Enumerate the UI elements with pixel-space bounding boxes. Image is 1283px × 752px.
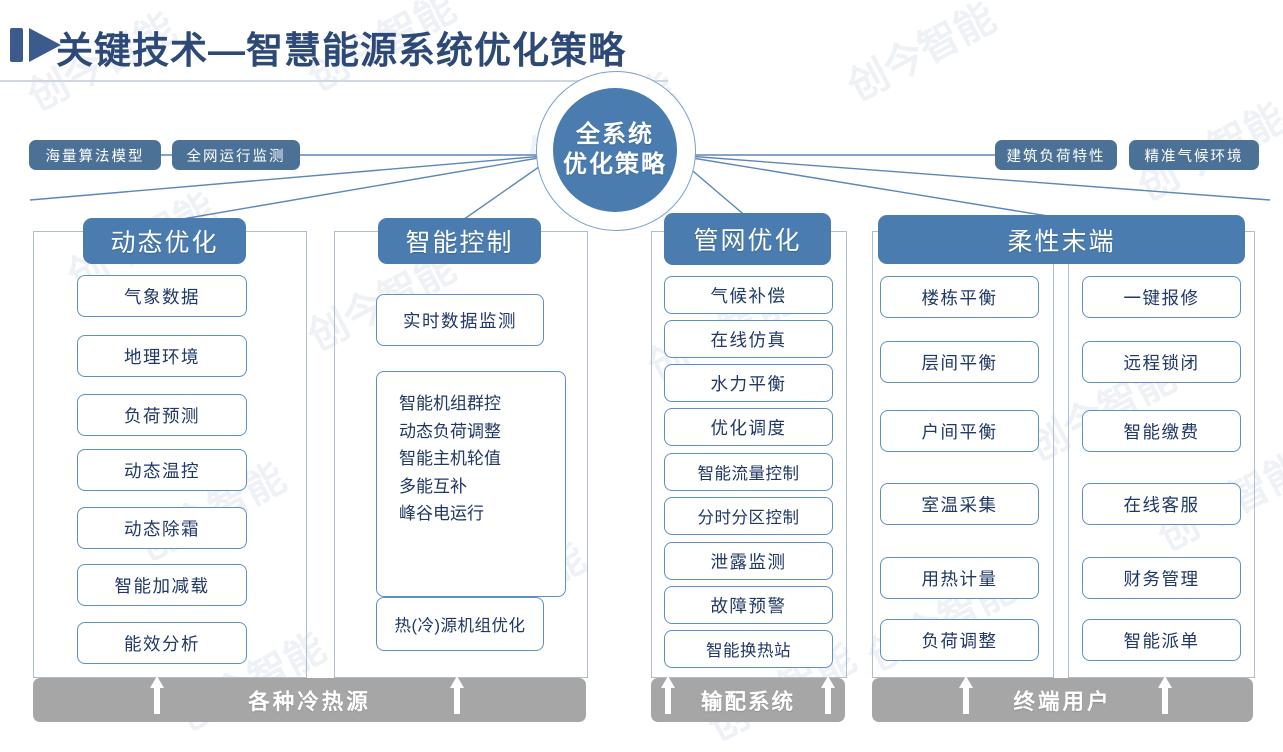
- item-pipe-8[interactable]: 故障预警: [664, 586, 833, 624]
- multiline-row-2: 动态负荷调整: [399, 421, 501, 441]
- up-arrow-icon: [1158, 674, 1172, 714]
- item-pipe-3[interactable]: 水力平衡: [664, 364, 833, 402]
- bottom-bar-end-users[interactable]: 终端用户: [872, 678, 1253, 722]
- item-dynamic-6[interactable]: 智能加减载: [77, 564, 247, 606]
- center-node-strategy[interactable]: 全系统 优化策略: [553, 88, 677, 212]
- up-arrow-icon: [450, 674, 464, 714]
- title-divider: [0, 80, 668, 82]
- item-pipe-7[interactable]: 泄露监测: [664, 542, 833, 580]
- input-pill-right-1[interactable]: 建筑负荷特性: [995, 140, 1117, 170]
- item-control-heat-source[interactable]: 热(冷)源机组优化: [376, 597, 544, 651]
- item-pipe-9[interactable]: 智能换热站: [664, 630, 833, 668]
- item-dynamic-2[interactable]: 地理环境: [77, 335, 247, 377]
- page-title: 关键技术—智慧能源系统优化策略: [0, 10, 700, 82]
- page-title-text: 关键技术—智慧能源系统优化策略: [56, 30, 626, 71]
- up-arrow-icon: [959, 674, 973, 714]
- bottom-bar-distribution-system[interactable]: 输配系统: [651, 678, 845, 722]
- multiline-row-3: 智能主机轮值: [399, 449, 501, 469]
- column-header-intelligent-control[interactable]: 智能控制: [378, 218, 541, 264]
- item-pipe-1[interactable]: 气候补偿: [664, 276, 833, 314]
- item-terminal-left-5[interactable]: 用热计量: [880, 557, 1039, 599]
- up-arrow-icon: [661, 674, 675, 714]
- item-control-realtime[interactable]: 实时数据监测: [376, 294, 544, 346]
- column-header-flexible-terminal[interactable]: 柔性末端: [878, 215, 1245, 264]
- input-pill-right-2[interactable]: 精准气候环境: [1129, 140, 1259, 170]
- item-dynamic-4[interactable]: 动态温控: [77, 449, 247, 491]
- item-terminal-right-2[interactable]: 远程锁闭: [1082, 341, 1241, 383]
- item-terminal-left-2[interactable]: 层间平衡: [880, 341, 1039, 383]
- item-pipe-2[interactable]: 在线仿真: [664, 320, 833, 358]
- center-node-line1: 全系统: [576, 121, 654, 148]
- multiline-row-1: 智能机组群控: [399, 394, 501, 413]
- column-header-pipe-network[interactable]: 管网优化: [664, 213, 831, 265]
- item-dynamic-1[interactable]: 气象数据: [77, 275, 247, 317]
- column-header-dynamic-optimization[interactable]: 动态优化: [83, 218, 246, 264]
- input-pill-left-2[interactable]: 全网运行监测: [172, 140, 300, 170]
- item-terminal-right-1[interactable]: 一键报修: [1082, 276, 1241, 318]
- item-dynamic-7[interactable]: 能效分析: [77, 622, 247, 664]
- center-node-line2: 优化策略: [563, 151, 667, 178]
- item-terminal-left-6[interactable]: 负荷调整: [880, 619, 1039, 661]
- item-terminal-right-6[interactable]: 智能派单: [1082, 619, 1241, 661]
- item-pipe-4[interactable]: 优化调度: [664, 408, 833, 446]
- multiline-row-4: 多能互补: [399, 476, 467, 496]
- up-arrow-icon: [821, 674, 835, 714]
- item-pipe-6[interactable]: 分时分区控制: [664, 497, 833, 535]
- bottom-bar-cold-heat-sources[interactable]: 各种冷热源: [33, 678, 586, 722]
- item-terminal-left-1[interactable]: 楼栋平衡: [880, 276, 1039, 318]
- item-control-multiline-box[interactable]: 智能机组群控 动态负荷调整 智能主机轮值 多能互补 峰谷电运行: [376, 371, 566, 597]
- item-pipe-5[interactable]: 智能流量控制: [664, 453, 833, 491]
- up-arrow-icon: [150, 674, 164, 714]
- item-terminal-right-4[interactable]: 在线客服: [1082, 483, 1241, 525]
- item-dynamic-5[interactable]: 动态除霜: [77, 507, 247, 549]
- item-terminal-right-3[interactable]: 智能缴费: [1082, 410, 1241, 452]
- item-terminal-left-3[interactable]: 户间平衡: [880, 410, 1039, 452]
- multiline-row-5: 峰谷电运行: [399, 504, 484, 524]
- item-terminal-right-5[interactable]: 财务管理: [1082, 557, 1241, 599]
- input-pill-left-1[interactable]: 海量算法模型: [29, 140, 161, 170]
- item-terminal-left-4[interactable]: 室温采集: [880, 483, 1039, 525]
- item-dynamic-3[interactable]: 负荷预测: [77, 394, 247, 436]
- play-triangle-icon: [10, 28, 61, 62]
